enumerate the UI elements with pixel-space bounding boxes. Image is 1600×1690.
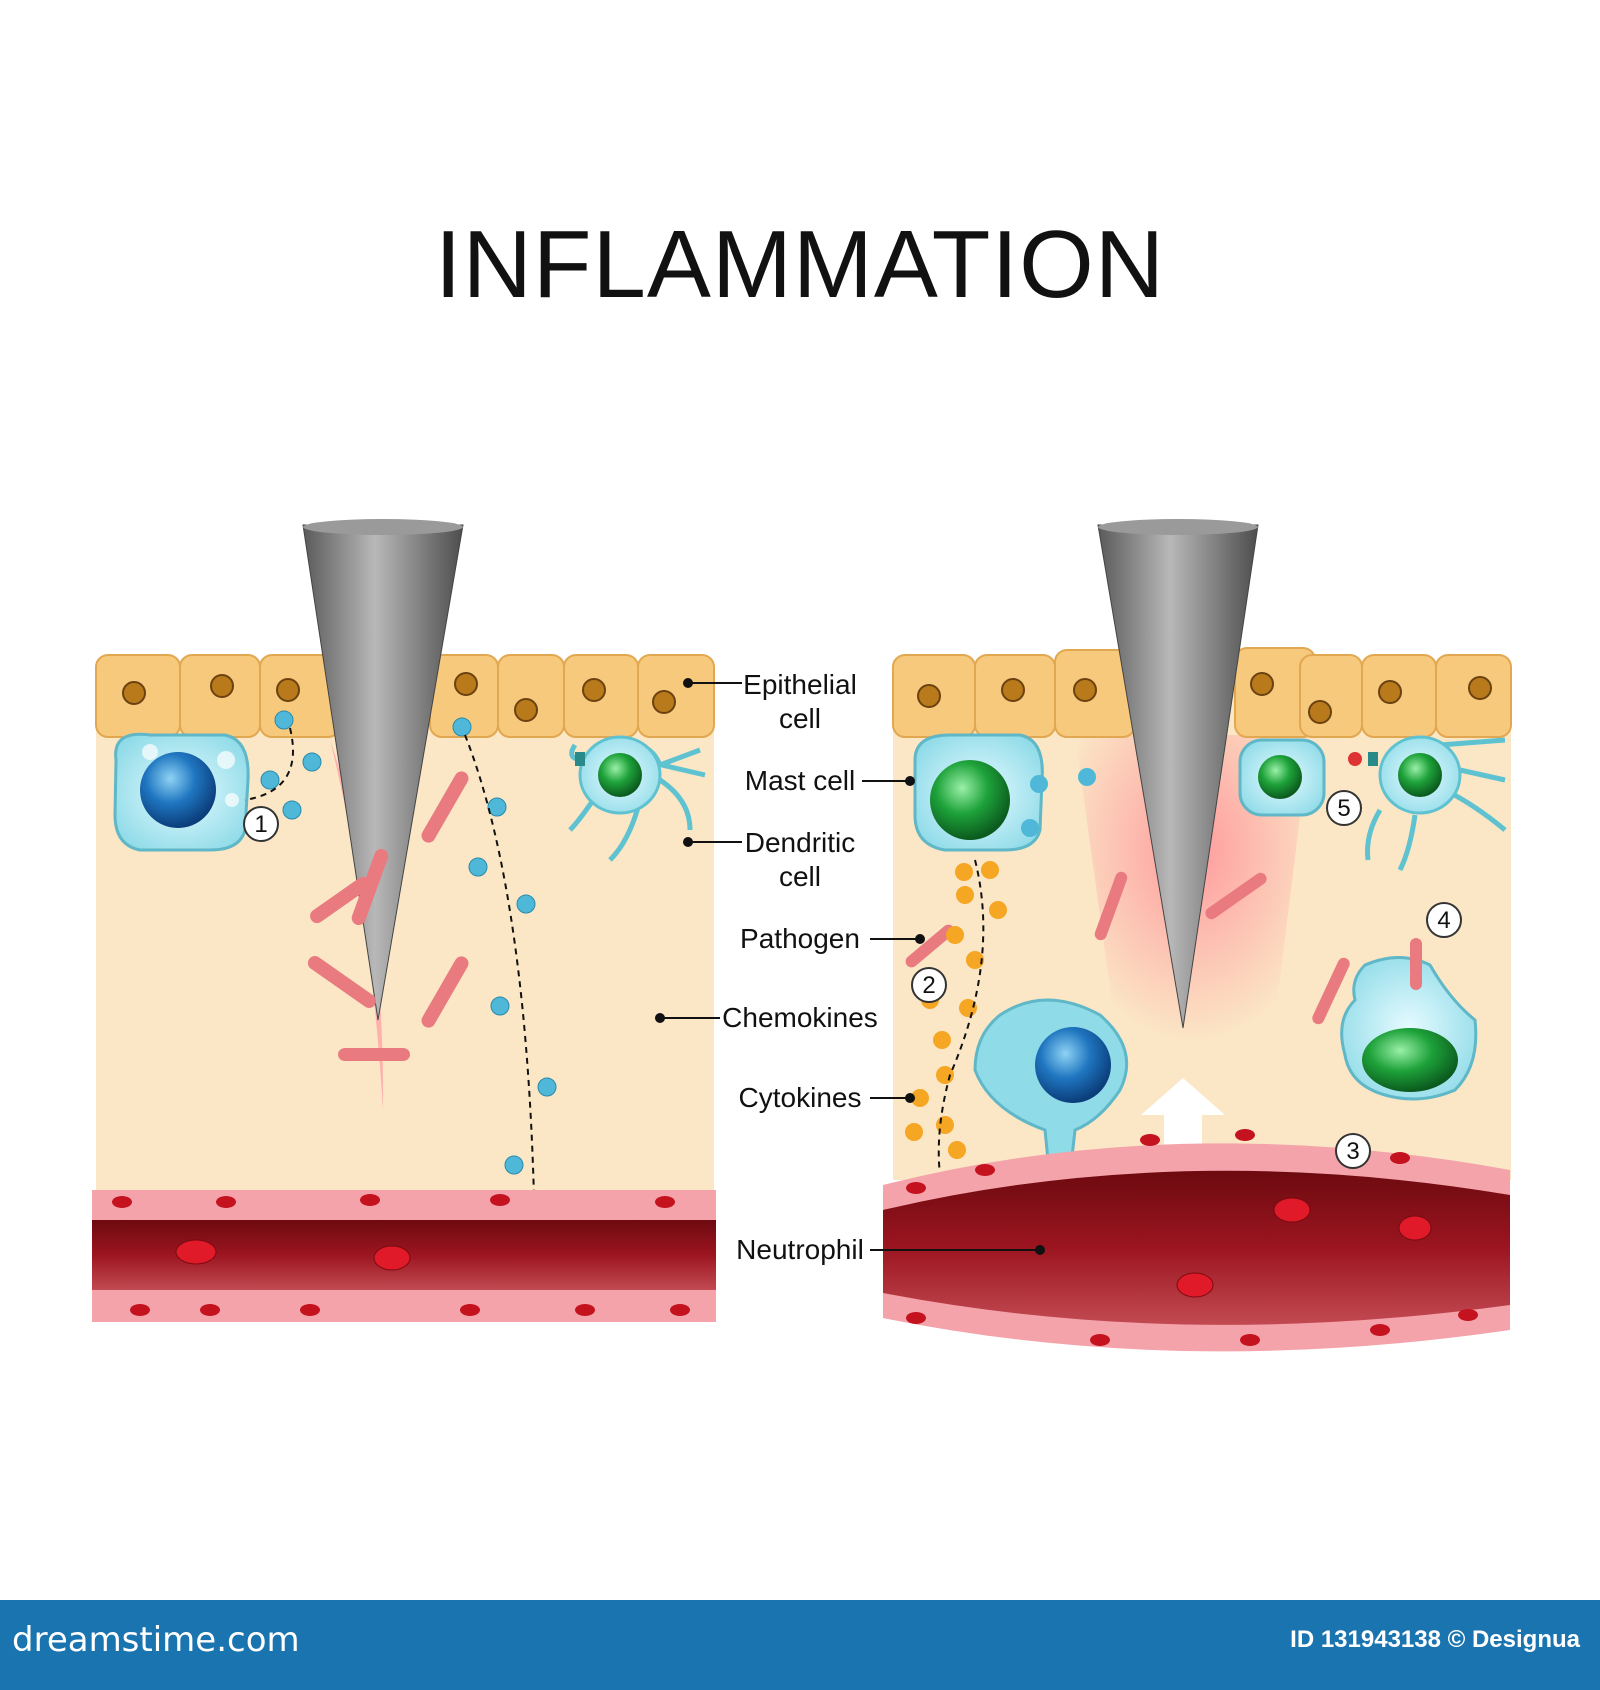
label-dendritic-2: cell	[779, 861, 821, 892]
chemokine-path-1	[244, 727, 294, 801]
page-title: INFLAMMATION	[434, 211, 1166, 318]
panel-before	[92, 519, 716, 1322]
step-markers: 1 2 3 4 5	[243, 790, 1462, 1169]
label-pathogen: Pathogen	[740, 923, 860, 954]
label-epithelial-1: Epithelial	[743, 669, 857, 700]
vasodilation-arrow	[1141, 1078, 1225, 1168]
step-5: 5	[1337, 795, 1350, 822]
cytokine-path	[937, 859, 985, 1176]
step-1: 1	[254, 811, 267, 838]
mast-cell	[913, 733, 1044, 852]
footer-bar: dreamstime.com ID 131943138 © Designua	[0, 1600, 1600, 1690]
blood-vessel-left	[92, 1190, 716, 1322]
pathogens	[905, 871, 1350, 1025]
step-3: 3	[1346, 1138, 1359, 1165]
dendritic-cell	[568, 735, 706, 862]
panel-after	[883, 519, 1512, 1352]
label-cytokines: Cytokines	[739, 1082, 862, 1113]
label-mast-cell: Mast cell	[745, 765, 855, 796]
footer-site[interactable]: dreamstime.com	[12, 1620, 300, 1660]
step-2: 2	[922, 972, 935, 999]
label-dendritic-1: Dendritic	[745, 827, 855, 858]
mast-cell	[113, 732, 250, 852]
step-4: 4	[1437, 907, 1450, 934]
pathogens	[307, 771, 469, 1061]
label-epithelial-2: cell	[779, 703, 821, 734]
inflammation-diagram: 1 2 3 4 5 Epithelial cell Mast cell Dend…	[92, 519, 1512, 1352]
footer-credit: ID 131943138 © Designua	[1290, 1626, 1580, 1653]
macrophage	[1340, 938, 1478, 1101]
dendritic-cell	[1238, 735, 1507, 872]
blood-vessel-right	[883, 1129, 1510, 1352]
labels	[660, 682, 1040, 1251]
label-chemokines: Chemokines	[722, 1002, 878, 1033]
label-neutrophil: Neutrophil	[736, 1234, 864, 1265]
label-dots	[655, 678, 1045, 1255]
